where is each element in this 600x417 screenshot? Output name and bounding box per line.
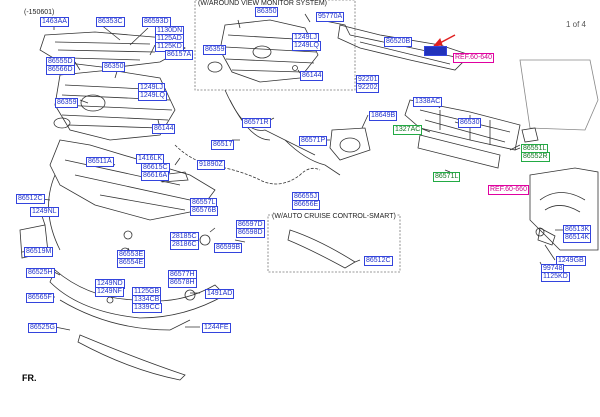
page-indicator: 1 of 4 (565, 20, 586, 29)
part-86576B[interactable]: 86576B (190, 206, 219, 216)
radiator-grille (54, 69, 176, 141)
ref-link-60-660[interactable]: REF.60-660 (488, 185, 529, 195)
part-86552R[interactable]: 86552R (521, 152, 550, 162)
av-part-95770A[interactable]: 95770A (316, 12, 345, 22)
part-86616A[interactable]: 86616A (141, 171, 170, 181)
part-86590-selected[interactable]: 86590 (424, 46, 448, 56)
part-86578H[interactable]: 86578H (168, 278, 197, 288)
part-86525H[interactable]: 86525H (26, 268, 55, 278)
part-1327AC[interactable]: 1327AC (393, 125, 423, 135)
part-86554E[interactable]: 86554E (117, 258, 146, 268)
av-part-86350[interactable]: 86350 (255, 7, 279, 17)
part-91890Z[interactable]: 91890Z (197, 160, 225, 170)
av-part-86359[interactable]: 86359 (203, 45, 227, 55)
part-18649B[interactable]: 18649B (369, 111, 398, 121)
part-86599B[interactable]: 86599B (214, 243, 243, 253)
part-28186C[interactable]: 28186C (170, 240, 199, 250)
highlight-arrow (432, 34, 456, 47)
av-part-1249LQ[interactable]: 1249LQ (292, 41, 321, 51)
part-1338AC[interactable]: 1338AC (413, 97, 443, 107)
part-1463AA[interactable]: 1463AA (40, 17, 69, 27)
cruise-label: (W/AUTO CRUISE CONTROL-SMART) (272, 213, 396, 220)
part-86514K[interactable]: 86514K (563, 233, 592, 243)
part-86519M[interactable]: 86519M (24, 247, 54, 257)
part-1125KD-right[interactable]: 1125KD (541, 272, 570, 282)
date-code: (-150601) (24, 9, 55, 16)
back-beam (404, 99, 521, 151)
fender (529, 167, 599, 251)
part-86530[interactable]: 86530 (458, 118, 482, 128)
part-86566D[interactable]: 86566D (46, 65, 75, 75)
part-92202[interactable]: 92202 (356, 83, 380, 93)
part-1249NL[interactable]: 1249NL (30, 207, 59, 217)
part-86359[interactable]: 86359 (55, 98, 79, 108)
part-1249GB[interactable]: 1249GB (556, 256, 586, 266)
part-86520B[interactable]: 86520B (384, 37, 413, 47)
part-1249LQ[interactable]: 1249LQ (138, 91, 167, 101)
part-1244FE[interactable]: 1244FE (202, 323, 231, 333)
upper-beam (337, 24, 471, 71)
part-1339CC[interactable]: 1339CC (132, 303, 162, 313)
part-1491AD[interactable]: 1491AD (205, 289, 235, 299)
around-view-label: (W/AROUND VIEW MONITOR SYSTEM) (198, 0, 327, 7)
part-86511A[interactable]: 86511A (86, 157, 114, 167)
part-86571L[interactable]: 86571L (433, 172, 461, 182)
part-86157A[interactable]: 86157A (165, 50, 194, 60)
fog-lamp (329, 127, 371, 161)
part-86525G[interactable]: 86525G (28, 323, 57, 333)
part-86656E[interactable]: 86656E (292, 200, 321, 210)
part-1249NF[interactable]: 1249NF (95, 287, 124, 297)
cruise-part-86512C[interactable]: 86512C (364, 256, 393, 266)
part-86598D[interactable]: 86598D (236, 228, 265, 238)
part-86350[interactable]: 86350 (102, 62, 126, 72)
bottom-skid (77, 334, 186, 381)
part-86353C[interactable]: 86353C (96, 17, 125, 27)
front-direction-label: FR. (22, 373, 37, 383)
part-86571P[interactable]: 86571P (299, 136, 328, 146)
grille-cover (39, 31, 186, 69)
part-86517[interactable]: 86517 (211, 140, 235, 150)
part-86144[interactable]: 86144 (152, 124, 176, 134)
ref-link-60-640[interactable]: REF.60-640 (453, 53, 494, 63)
av-part-86144[interactable]: 86144 (300, 71, 324, 81)
part-86565F[interactable]: 86565F (26, 293, 54, 303)
part-86512C[interactable]: 86512C (16, 194, 45, 204)
around-view-box (194, 0, 356, 91)
part-86571R[interactable]: 86571R (242, 118, 271, 128)
